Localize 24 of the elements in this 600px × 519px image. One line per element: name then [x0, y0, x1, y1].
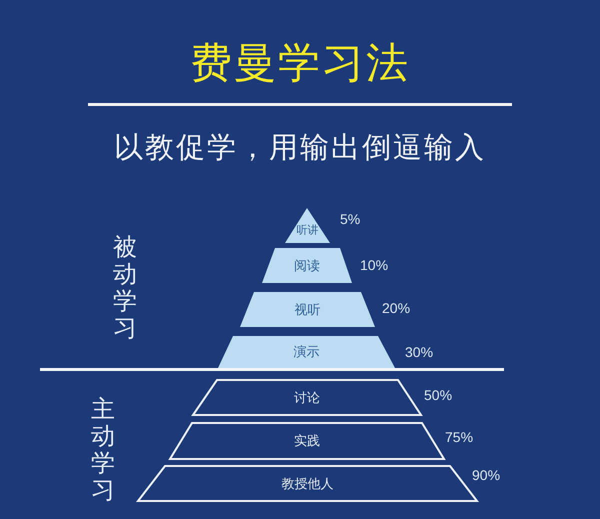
pyramid-layer [240, 292, 375, 327]
percentage-label: 50% [424, 387, 452, 403]
layer-label: 演示 [292, 344, 320, 361]
title: 费曼学习法 [189, 38, 411, 88]
layer-label: 教授他人 [280, 476, 334, 492]
side-label: 被动学习 [112, 234, 138, 342]
pyramid-layer [170, 423, 444, 459]
pyramid-layer [262, 248, 352, 283]
pyramid-layer [193, 380, 421, 415]
percentage-label: 5% [340, 211, 360, 227]
percentage-label: 20% [382, 300, 410, 316]
layer-label: 讨论 [293, 390, 321, 406]
side-label: 主动学习 [90, 396, 116, 504]
subtitle: 以教促学，用输出倒逼输入 [113, 129, 487, 166]
layer-label: 视听 [294, 302, 322, 318]
layer-label: 实践 [293, 433, 321, 450]
percentage-label: 90% [472, 467, 500, 483]
percentage-label: 30% [405, 344, 434, 360]
percentage-label: 10% [360, 257, 388, 273]
pyramid-layer [285, 208, 330, 243]
pyramid-layer [218, 336, 395, 368]
layer-label: 阅读 [293, 258, 321, 274]
percentage-label: 75% [445, 429, 474, 445]
layer-label: 听讲 [296, 222, 320, 238]
